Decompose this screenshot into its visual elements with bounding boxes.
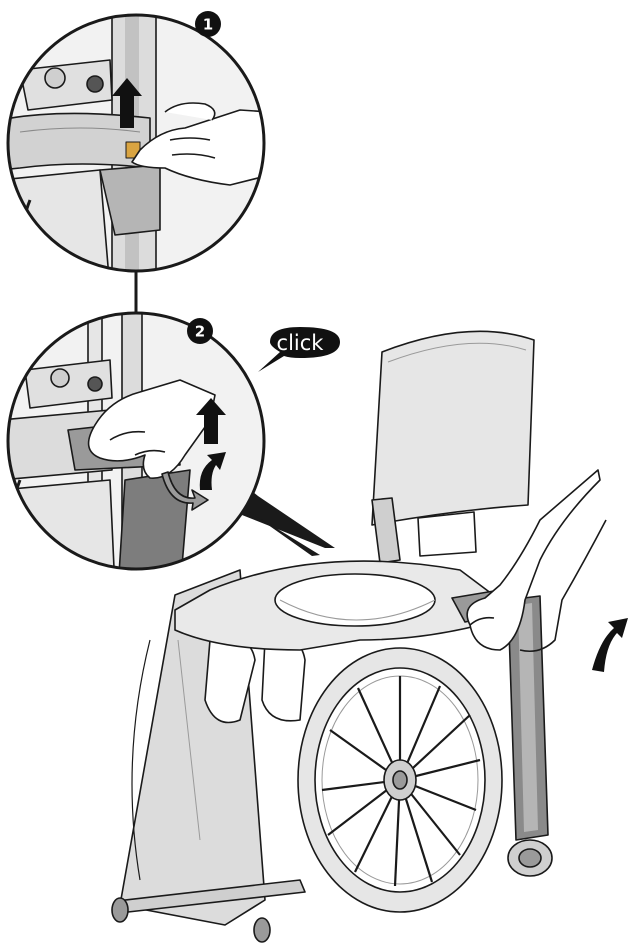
- click-callout-icon: click: [258, 327, 340, 372]
- detail-view-2: 2: [0, 300, 264, 590]
- click-label: click: [277, 331, 325, 355]
- step-badge-2: 2: [187, 318, 213, 344]
- detail-view-1: 1: [0, 0, 270, 290]
- step-number-2: 2: [195, 323, 205, 341]
- seat-opening: [275, 574, 435, 626]
- backrest-bracket: [418, 512, 476, 556]
- backrest: [372, 331, 534, 525]
- front-castor-left: [112, 898, 128, 922]
- rotate-arrow-icon: [592, 618, 628, 672]
- rear-wheel: [298, 648, 502, 912]
- front-castor-right: [254, 918, 270, 942]
- step-number-1: 1: [203, 16, 213, 34]
- step-badge-1: 1: [195, 11, 221, 37]
